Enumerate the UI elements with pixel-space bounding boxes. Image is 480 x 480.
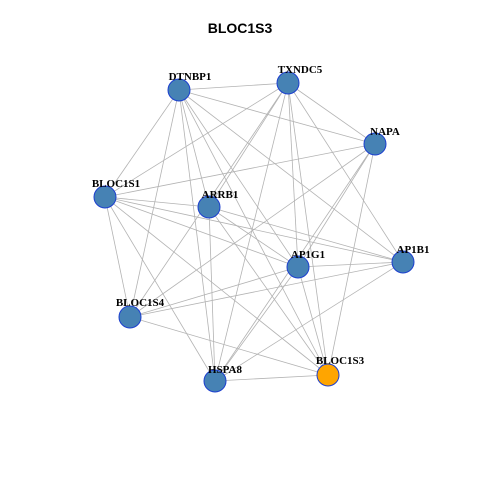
edge-ap1b1-ap1g1 (297, 261, 404, 268)
edge-bloc1s3-hspa8 (214, 374, 329, 382)
node-napa (363, 132, 387, 156)
edge-arrb1-bloc1s3 (208, 206, 329, 376)
edge-dtnbp1-bloc1s3 (178, 89, 329, 376)
edge-arrb1-ap1b1 (208, 206, 404, 263)
node-ap1b1 (391, 250, 415, 274)
node-label-napa: NAPA (370, 126, 400, 138)
node-ap1g1 (286, 255, 310, 279)
edge-ap1g1-bloc1s3 (297, 266, 329, 376)
node-label-bloc1s4: BLOC1S4 (116, 297, 165, 309)
edge-napa-bloc1s1 (104, 143, 376, 198)
node-txndc5 (276, 71, 300, 95)
edge-ap1b1-bloc1s4 (129, 261, 404, 318)
node-dtnbp1 (167, 78, 191, 102)
edge-txndc5-napa (287, 82, 376, 145)
edge-bloc1s1-arrb1 (104, 196, 210, 208)
edge-dtnbp1-bloc1s4 (129, 89, 180, 318)
edge-ap1g1-hspa8 (214, 266, 299, 382)
node-bloc1s4 (118, 305, 142, 329)
edge-txndc5-ap1b1 (287, 82, 404, 263)
edge-napa-ap1g1 (297, 143, 376, 268)
edge-bloc1s1-bloc1s4 (104, 196, 131, 318)
edge-dtnbp1-arrb1 (178, 89, 210, 208)
plot-title: BLOC1S3 (207, 20, 273, 36)
edge-dtnbp1-napa (178, 89, 376, 145)
edge-dtnbp1-ap1g1 (178, 89, 299, 268)
edge-arrb1-ap1g1 (208, 206, 299, 268)
node-label-ap1g1: AP1G1 (291, 249, 325, 261)
edge-dtnbp1-bloc1s1 (104, 89, 180, 198)
edge-napa-bloc1s4 (129, 143, 376, 318)
node-label-hspa8: HSPA8 (208, 364, 243, 376)
node-label-bloc1s1: BLOC1S1 (92, 178, 140, 190)
node-hspa8 (203, 369, 227, 393)
edge-ap1b1-hspa8 (214, 261, 404, 382)
node-label-txndc5: TXNDC5 (278, 64, 323, 76)
edge-bloc1s1-ap1g1 (104, 196, 299, 268)
edge-txndc5-ap1g1 (287, 82, 299, 268)
edge-txndc5-bloc1s3 (287, 82, 329, 376)
node-bloc1s3 (316, 363, 340, 387)
edge-dtnbp1-hspa8 (178, 89, 216, 382)
edge-txndc5-hspa8 (214, 82, 289, 382)
edge-txndc5-arrb1 (208, 82, 289, 208)
node-label-bloc1s3: BLOC1S3 (316, 355, 365, 367)
edge-layer (104, 82, 404, 382)
node-label-ap1b1: AP1B1 (397, 244, 430, 256)
edge-arrb1-hspa8 (208, 206, 216, 382)
edge-bloc1s1-bloc1s3 (104, 196, 329, 376)
edge-bloc1s4-bloc1s3 (129, 316, 329, 376)
edge-dtnbp1-ap1b1 (178, 89, 404, 263)
edge-ap1g1-bloc1s4 (129, 266, 299, 318)
edge-txndc5-bloc1s1 (104, 82, 289, 198)
node-label-dtnbp1: DTNBP1 (169, 71, 212, 83)
edge-napa-bloc1s3 (327, 143, 376, 376)
node-bloc1s1 (93, 185, 117, 209)
edge-bloc1s1-ap1b1 (104, 196, 404, 263)
node-arrb1 (197, 195, 221, 219)
node-layer (93, 71, 415, 393)
edge-bloc1s1-hspa8 (104, 196, 216, 382)
node-label-arrb1: ARRB1 (202, 189, 239, 201)
edge-dtnbp1-txndc5 (178, 82, 289, 91)
